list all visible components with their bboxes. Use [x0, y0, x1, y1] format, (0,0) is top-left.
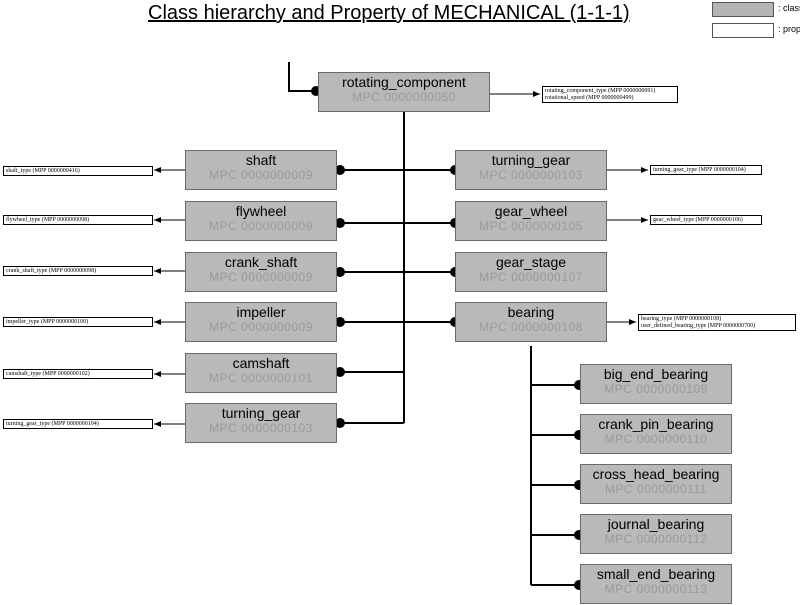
- property-flywheel: flywheel_type (MPP 0000000098): [3, 215, 153, 225]
- class-id: MPC 0000000009: [209, 270, 313, 284]
- class-id: MPC 0000000105: [479, 219, 583, 233]
- property-rotating-component: rotating_component_type (MPP 0000000091)…: [542, 86, 678, 103]
- property-line: crank_shaft_type (MPP 0000000098): [6, 268, 97, 274]
- property-line: flywheel_type (MPP 0000000098): [6, 217, 90, 223]
- class-name: small_end_bearing: [596, 566, 716, 582]
- property-bearing: bearing_type (MPP 0000000108) user_defin…: [638, 314, 796, 331]
- class-name: journal_bearing: [607, 516, 705, 532]
- property-line: bearing_type (MPP 0000000108): [641, 316, 722, 322]
- class-rotating-component: rotating_component MPC 0000000050: [318, 72, 490, 112]
- property-shaft: shaft_type (MPP 0000000416): [3, 166, 153, 176]
- property-line: rotational_speed (MPP 0000000499): [545, 95, 634, 101]
- class-big-end-bearing: big_end_bearing MPC 0000000109: [580, 364, 732, 404]
- class-name: turning_gear: [221, 405, 301, 421]
- class-name: gear_stage: [495, 254, 567, 270]
- class-name: impeller: [236, 304, 286, 320]
- class-name: big_end_bearing: [603, 366, 709, 382]
- property-camshaft: camshaft_type (MPP 0000000102): [3, 369, 153, 379]
- class-turning-gear-left: turning_gear MPC 0000000103: [185, 403, 337, 443]
- class-id: MPC 0000000108: [479, 320, 583, 334]
- property-line: camshaft_type (MPP 0000000102): [6, 371, 90, 377]
- class-gear-stage: gear_stage MPC 0000000107: [455, 252, 607, 292]
- class-name: bearing: [507, 304, 555, 320]
- class-cross-head-bearing: cross_head_bearing MPC 0000000111: [580, 464, 732, 504]
- legend-property-swatch: [712, 23, 774, 38]
- property-impeller: impeller_type (MPP 0000000100): [3, 317, 153, 327]
- class-shaft: shaft MPC 0000000009: [185, 150, 337, 190]
- class-id: MPC 0000000101: [209, 371, 313, 385]
- class-gear-wheel: gear_wheel MPC 0000000105: [455, 201, 607, 241]
- class-id: MPC 0000000009: [209, 168, 313, 182]
- class-id: MPC 0000000103: [479, 168, 583, 182]
- class-name: gear_wheel: [494, 203, 568, 219]
- legend-class-swatch: [712, 2, 774, 17]
- class-impeller: impeller MPC 0000000009: [185, 302, 337, 342]
- property-line: rotating_component_type (MPP 0000000091): [545, 88, 656, 94]
- class-id: MPC 0000000009: [209, 219, 313, 233]
- class-name: flywheel: [235, 203, 287, 219]
- property-line: gear_wheel_type (MPP 0000000106): [653, 217, 743, 223]
- class-id: MPC 0000000113: [604, 582, 708, 596]
- class-camshaft: camshaft MPC 0000000101: [185, 353, 337, 393]
- class-id: MPC 0000000103: [209, 421, 313, 435]
- class-id: MPC 0000000112: [604, 532, 708, 546]
- property-line: shaft_type (MPP 0000000416): [6, 168, 80, 174]
- class-name: camshaft: [232, 355, 290, 371]
- property-line: turning_gear_type (MPP 0000000104): [653, 167, 746, 173]
- property-turning-gear-right: turning_gear_type (MPP 0000000104): [650, 165, 762, 175]
- class-id: MPC 0000000110: [604, 432, 708, 446]
- class-name: shaft: [245, 152, 277, 168]
- class-small-end-bearing: small_end_bearing MPC 0000000113: [580, 564, 732, 604]
- legend-property-label: : property: [778, 24, 800, 34]
- class-id: MPC 0000000050: [352, 90, 456, 104]
- class-id: MPC 0000000009: [209, 320, 313, 334]
- class-turning-gear-right: turning_gear MPC 0000000103: [455, 150, 607, 190]
- class-crank-shaft: crank_shaft MPC 0000000009: [185, 252, 337, 292]
- property-crank-shaft: crank_shaft_type (MPP 0000000098): [3, 266, 153, 276]
- class-id: MPC 0000000107: [479, 270, 583, 284]
- page-title: Class hierarchy and Property of MECHANIC…: [148, 2, 630, 24]
- legend-class-label: : class: [778, 3, 800, 13]
- class-journal-bearing: journal_bearing MPC 0000000112: [580, 514, 732, 554]
- property-line: user_defined_bearing_type (MPP 000000070…: [641, 323, 756, 329]
- property-line: impeller_type (MPP 0000000100): [6, 319, 89, 325]
- class-name: turning_gear: [491, 152, 571, 168]
- property-turning-gear-left: turning_gear_type (MPP 0000000104): [3, 419, 153, 429]
- property-line: turning_gear_type (MPP 0000000104): [6, 421, 99, 427]
- class-name: rotating_component: [342, 74, 466, 90]
- class-crank-pin-bearing: crank_pin_bearing MPC 0000000110: [580, 414, 732, 454]
- class-name: cross_head_bearing: [592, 466, 720, 482]
- class-name: crank_shaft: [224, 254, 298, 270]
- class-name: crank_pin_bearing: [598, 416, 714, 432]
- class-id: MPC 0000000111: [605, 482, 707, 496]
- property-gear-wheel: gear_wheel_type (MPP 0000000106): [650, 215, 762, 225]
- class-id: MPC 0000000109: [604, 382, 708, 396]
- class-flywheel: flywheel MPC 0000000009: [185, 201, 337, 241]
- class-bearing: bearing MPC 0000000108: [455, 302, 607, 342]
